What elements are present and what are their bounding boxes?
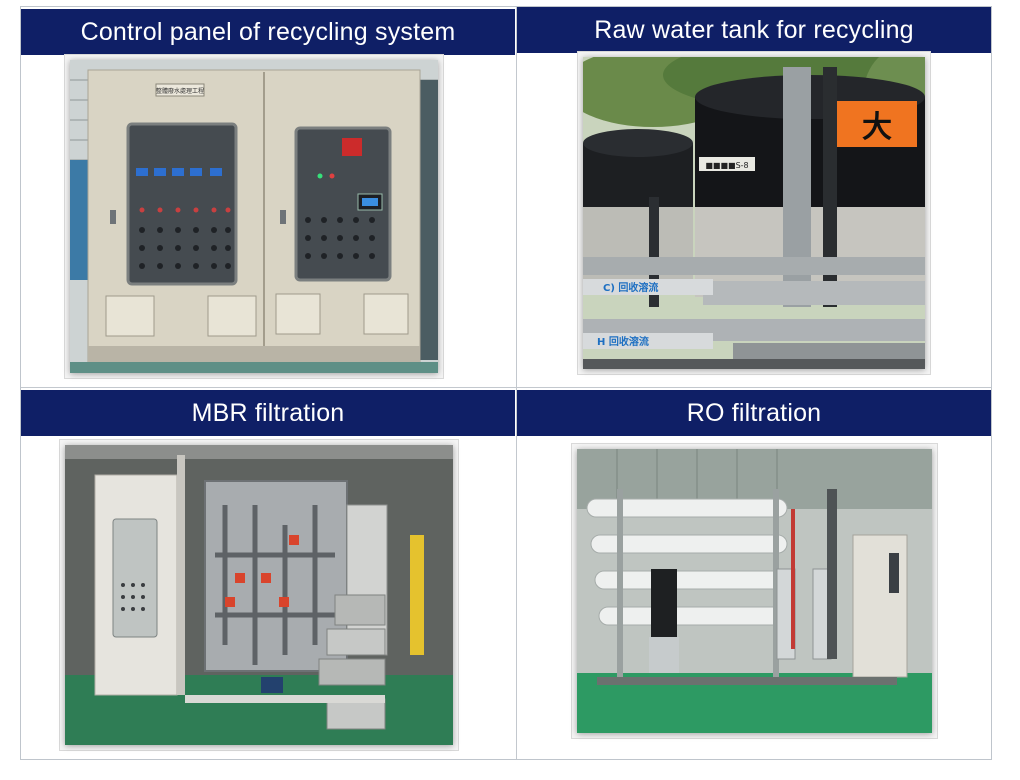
panel-title: MBR filtration [191,398,345,427]
pipe-label-1: C) 回收溶流 [603,281,658,294]
mbr-filtration-illustration [65,445,453,745]
header-control-panel: Control panel of recycling system [21,9,515,55]
tank-label: ■■■■S-8 [705,161,748,170]
photo-grid [20,6,992,760]
grid-divider-vertical [516,7,517,759]
ro-filtration-illustration [577,449,932,733]
photo-control-panel: 整體廢水處理工程 [70,60,438,373]
header-ro-filtration: RO filtration [517,390,991,436]
header-mbr-filtration: MBR filtration [21,390,515,436]
pipe-label-2: H 回收溶流 [597,335,649,348]
panel-title: Raw water tank for recycling [594,15,914,44]
header-raw-water-tank: Raw water tank for recycling [517,7,991,53]
panel-title: Control panel of recycling system [80,17,456,46]
panel-title: RO filtration [686,398,822,427]
photo-mbr-filtration [65,445,453,745]
grid-divider-horizontal [21,387,991,388]
photo-ro-filtration [577,449,932,733]
control-panel-illustration: 整體廢水處理工程 [70,60,438,373]
cabinet-nameplate: 整體廢水處理工程 [156,87,204,95]
raw-water-tank-illustration: 大 ■■■■S-8 C) 回收溶流 H 回收溶流 [583,57,925,369]
photo-raw-water-tank: 大 ■■■■S-8 C) 回收溶流 H 回收溶流 [583,57,925,369]
tank-sign: 大 [862,110,892,145]
